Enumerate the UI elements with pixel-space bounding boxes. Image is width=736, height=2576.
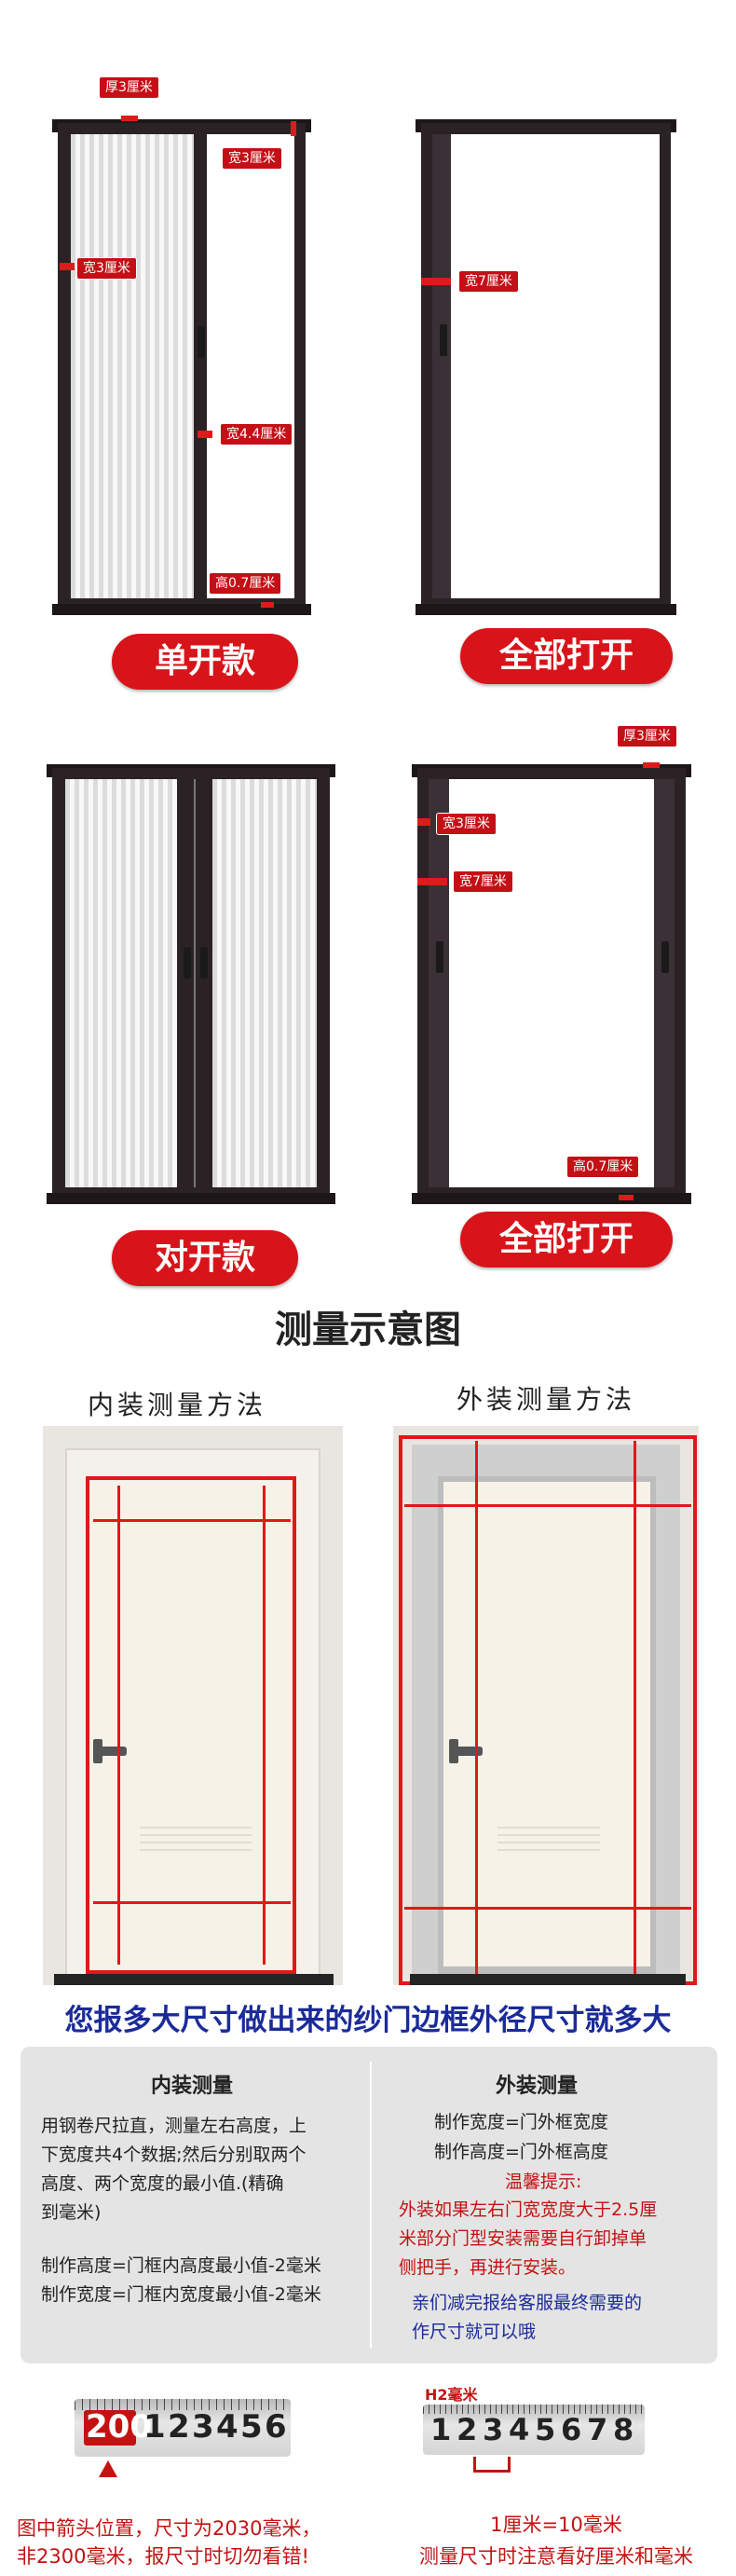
inner-heading: 内装测量 [151,2075,234,2098]
text-line: 图中箭头位置，尺寸为2030毫米， [17,2517,321,2540]
text-line: 高度、两个宽度的最小值.(精确 [41,2173,284,2194]
outer-heading: 外装测量 [496,2075,579,2098]
text-line: 米部分门型安装需要自行卸掉单 [399,2228,647,2249]
inner-method-title: 内装测量方法 [88,1390,267,1420]
width-label: 宽4.4厘米 [220,423,293,445]
width-label: 宽3厘米 [76,257,137,280]
text-line: 用钢卷尺拉直，测量左右高度，上 [41,2116,307,2136]
tip-title: 温馨提示: [505,2172,582,2192]
text-line: 下宽度共4个数据;然后分别取两个 [41,2144,307,2165]
ruler-digit: 4 [216,2408,239,2446]
text-line: 1厘米=10毫米 [490,2514,622,2536]
ruler-digit: 7 [587,2412,608,2447]
bracket-icon [473,2457,511,2473]
outer-formula-height: 制作高度=门外框高度 [434,2142,608,2162]
tape-ruler-left: 200 1 2 3 4 5 6 [75,2399,291,2457]
ruler-digit: 2 [457,2412,478,2447]
inner-description: 用钢卷尺拉直，测量左右高度，上 下宽度共4个数据;然后分别取两个 高度、两个宽度… [41,2112,367,2227]
diagram-title: 测量示意图 [275,1309,461,1351]
thickness-label: 厚3厘米 [99,76,159,99]
inner-formula-height: 制作高度=门框内高度最小值-2毫米 [41,2255,321,2276]
left-note: 图中箭头位置，尺寸为2030毫米， 非2300毫米，报尺寸时切勿看错! [17,2514,320,2570]
text-line: 非2300毫米，报尺寸时切勿看错! [17,2545,309,2568]
ruler-digit: 1 [430,2412,452,2447]
width-label: 宽3厘米 [222,147,282,170]
fully-open-label: 全部打开 [460,628,673,684]
inner-formula-width: 制作宽度=门框内宽度最小值-2毫米 [41,2284,321,2305]
ruler-digit: 6 [265,2408,287,2446]
width-label: 宽7厘米 [458,270,519,293]
tape-ruler-right: 1 2 3 4 5 6 7 8 [423,2405,645,2455]
size-banner: 您报多大尺寸做出来的纱门边框外径尺寸就多大 [64,2004,672,2037]
service-text: 亲们减完报给客服最终需要的 作尺寸就可以哦 [412,2289,710,2347]
right-note: 1厘米=10毫米 测量尺寸时注意看好厘米和毫米 [384,2509,729,2572]
width-label: 宽3厘米 [436,813,497,835]
ruler-highlight: 200 [86,2408,152,2446]
double-open-label: 对开款 [112,1230,298,1286]
thickness-label: 厚3厘米 [617,725,677,747]
ruler-digit: 2 [168,2408,190,2446]
ruler-digit: 5 [535,2412,556,2447]
single-open-label: 单开款 [112,634,298,690]
ruler-digit: 6 [561,2412,582,2447]
ruler-digit: 3 [192,2408,214,2446]
width-label: 宽7厘米 [453,870,513,893]
ruler-digit: 5 [240,2408,263,2446]
ruler-digit: 4 [509,2412,530,2447]
height-label: 高0.7厘米 [566,1156,640,1178]
text-line: 侧把手，再进行安装。 [399,2257,577,2278]
ruler-digit: 8 [613,2412,634,2447]
ruler-tag: H2毫米 [425,2386,478,2404]
height-label: 高0.7厘米 [209,572,282,595]
tip-text: 外装如果左右门宽宽度大于2.5厘 米部分门型安装需要自行卸掉单 侧把手，再进行安… [399,2196,716,2282]
outer-method-title: 外装测量方法 [457,1384,636,1415]
text-line: 作尺寸就可以哦 [412,2322,537,2342]
text-line: 外装如果左右门宽宽度大于2.5厘 [399,2199,658,2220]
fully-open-label: 全部打开 [460,1212,673,1267]
text-line: 到毫米) [41,2202,102,2223]
text-line: 亲们减完报给客服最终需要的 [412,2293,643,2313]
measurement-info-panel: 内装测量 用钢卷尺拉直，测量左右高度，上 下宽度共4个数据;然后分别取两个 高度… [20,2047,717,2364]
ruler-digit: 3 [483,2412,504,2447]
text-line: 测量尺寸时注意看好厘米和毫米 [419,2545,693,2568]
ruler-digit: 1 [143,2408,166,2446]
outer-formula-width: 制作宽度=门外框宽度 [434,2112,608,2132]
arrow-up-icon [99,2460,117,2477]
